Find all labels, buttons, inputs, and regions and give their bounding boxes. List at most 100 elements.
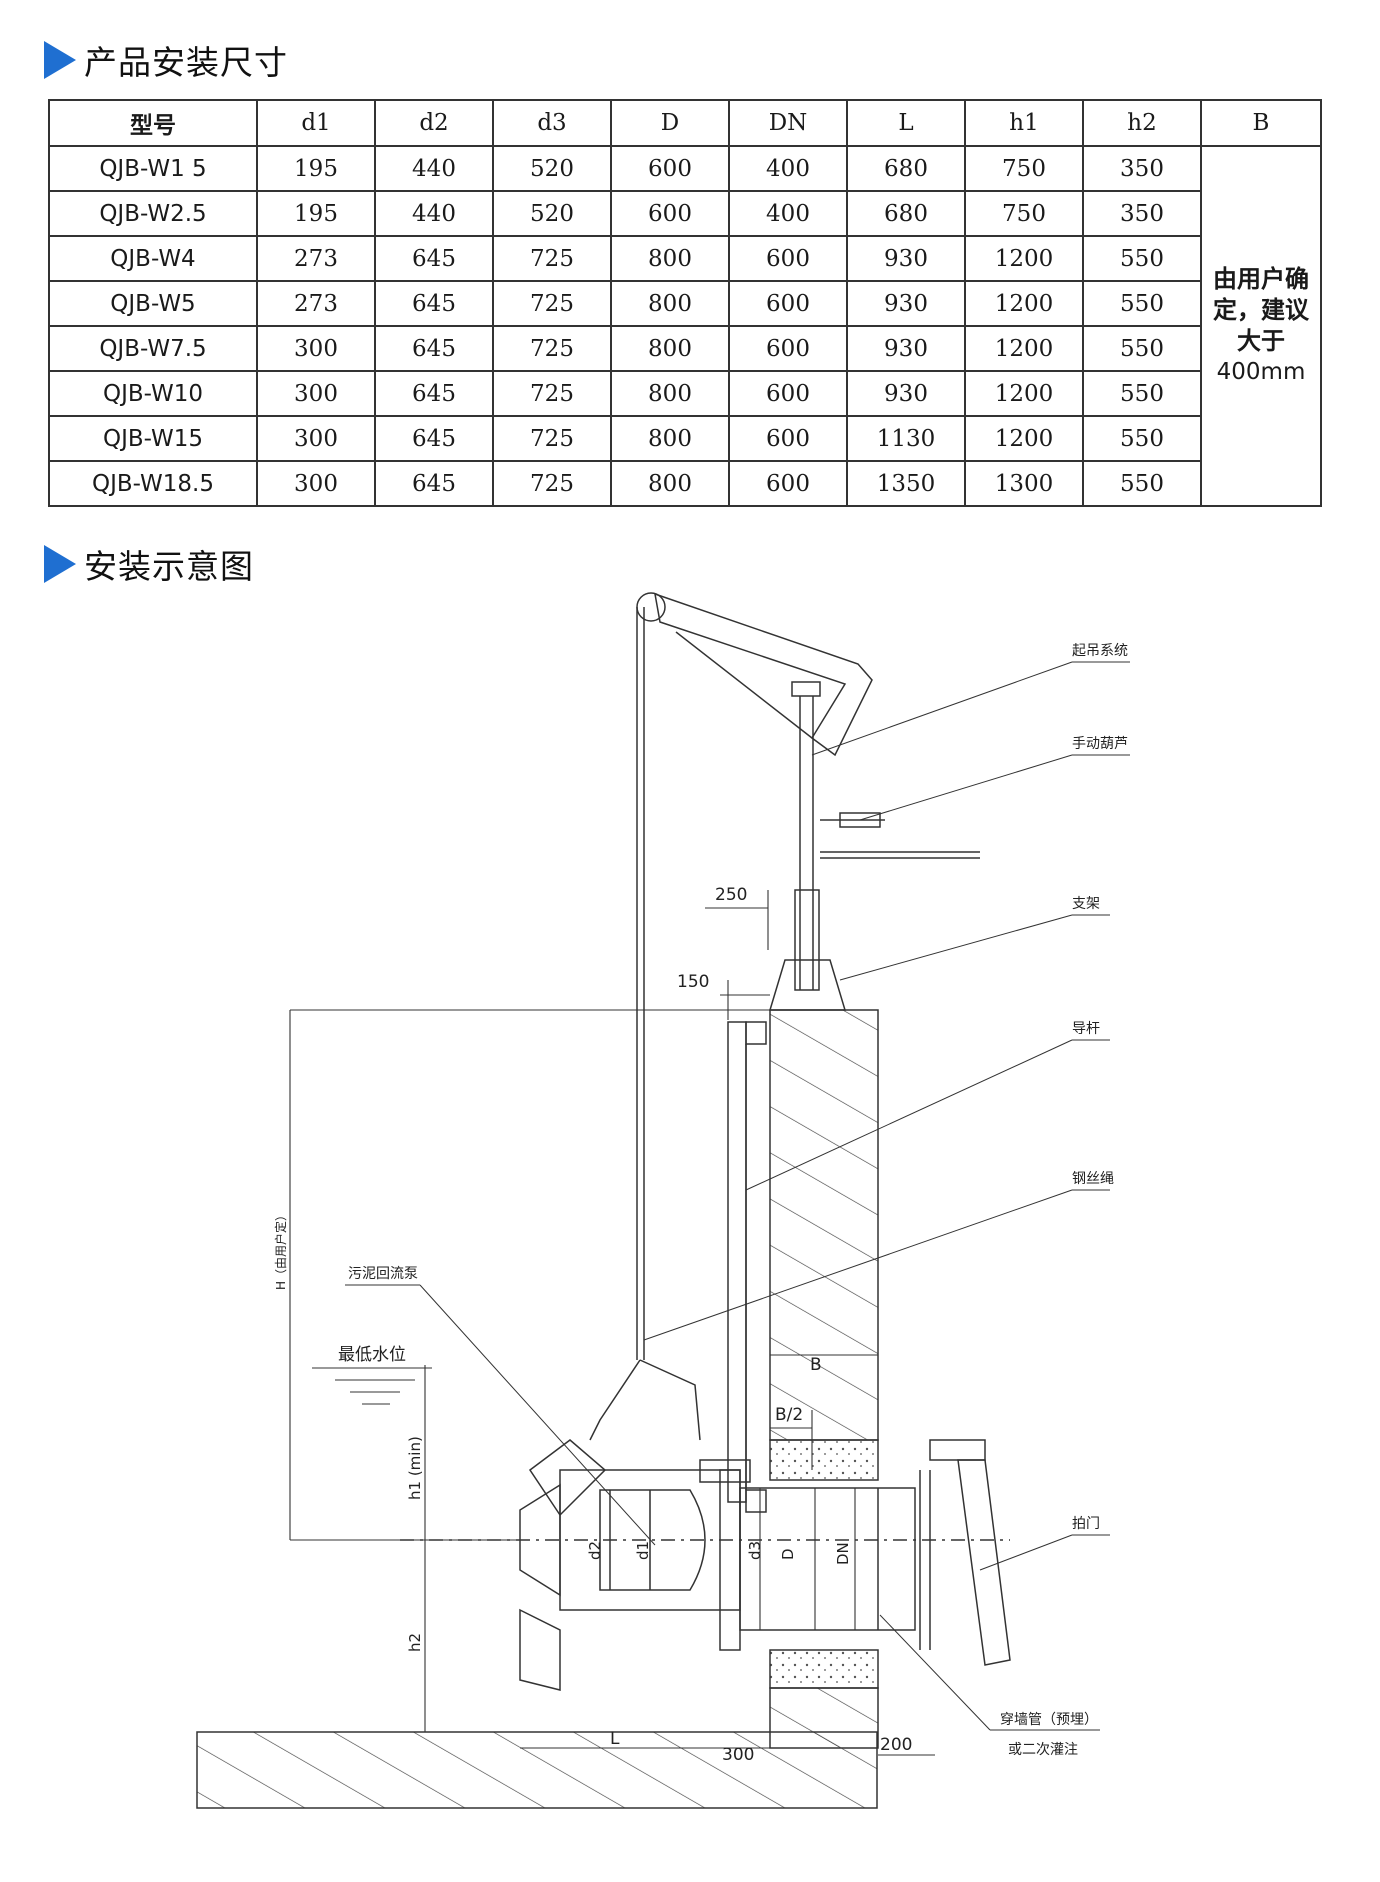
label-manual-hoist: 手动葫芦	[1072, 736, 1128, 752]
cell-value: 1350	[846, 460, 966, 507]
cell-value: 725	[492, 415, 612, 462]
dim-200: 200	[880, 1735, 912, 1755]
cell-model: QJB-W18.5	[48, 460, 258, 507]
cell-model: QJB-W7.5	[48, 325, 258, 372]
cell-value: 930	[846, 235, 966, 282]
header-h1: h1	[964, 99, 1084, 147]
label-grout: 或二次灌注	[1008, 1742, 1078, 1758]
cell-value: 195	[256, 190, 376, 237]
header-L: L	[846, 99, 966, 147]
label-bracket: 支架	[1072, 896, 1100, 912]
play-triangle-icon	[44, 41, 76, 79]
callout-leaders	[345, 661, 1130, 1731]
lifting-system	[636, 592, 980, 1360]
b-note-value: 400mm	[1216, 359, 1306, 385]
cell-value: 400	[728, 145, 848, 192]
cell-value: 600	[610, 190, 730, 237]
header-h2: h2	[1082, 99, 1202, 147]
cell-value: 600	[728, 235, 848, 282]
cell-value: 800	[610, 415, 730, 462]
diagram-section-title: 安装示意图	[84, 547, 254, 586]
dim-300: 300	[722, 1745, 754, 1765]
cell-value: 800	[610, 235, 730, 282]
cell-value: 1200	[964, 415, 1084, 462]
cell-value: 800	[610, 460, 730, 507]
cell-value: 680	[846, 145, 966, 192]
cell-value: 725	[492, 460, 612, 507]
cell-value: 273	[256, 235, 376, 282]
cell-value: 195	[256, 145, 376, 192]
cell-value: 300	[256, 415, 376, 462]
cell-value: 350	[1082, 145, 1202, 192]
label-wall-pipe: 穿墙管（预埋）	[1000, 1712, 1098, 1728]
cell-value: 645	[374, 325, 494, 372]
dim-d3: d3	[746, 1541, 764, 1560]
cell-value: 550	[1082, 235, 1202, 282]
cell-value: 725	[492, 370, 612, 417]
label-flap-valve: 拍门	[1072, 1516, 1100, 1532]
header-DN: DN	[728, 99, 848, 147]
dim-250: 250	[715, 885, 747, 905]
cell-value: 600	[728, 280, 848, 327]
dim-D: D	[779, 1548, 797, 1560]
cell-value: 800	[610, 325, 730, 372]
dim-DN: DN	[834, 1542, 852, 1565]
label-pump: 污泥回流泵	[348, 1266, 418, 1282]
cell-value: 550	[1082, 325, 1202, 372]
cell-value: 400	[728, 190, 848, 237]
dim-H: H（由用户定）	[273, 1209, 288, 1290]
installation-diagram: 起吊系统 手动葫芦 支架 导杆 钢丝绳 污泥回流泵 最低水位 拍门 穿墙管（预埋…	[196, 592, 1130, 1809]
cell-value: 750	[964, 145, 1084, 192]
cell-value: 300	[256, 325, 376, 372]
cell-value: 800	[610, 370, 730, 417]
b-note-text: 由用户确定，建议大于	[1213, 265, 1309, 355]
cell-value: 750	[964, 190, 1084, 237]
cell-value: 725	[492, 325, 612, 372]
cell-value: 800	[610, 280, 730, 327]
cell-value: 725	[492, 280, 612, 327]
header-B: B	[1200, 99, 1322, 147]
play-triangle-icon	[44, 545, 76, 583]
cell-value: 550	[1082, 370, 1202, 417]
cell-value: 550	[1082, 415, 1202, 462]
cell-value: 600	[610, 145, 730, 192]
cell-value: 645	[374, 235, 494, 282]
cell-value: 600	[728, 460, 848, 507]
dim-150: 150	[677, 972, 709, 992]
spec-section-header: 产品安装尺寸	[44, 36, 288, 84]
label-wire-rope: 钢丝绳	[1072, 1171, 1114, 1187]
cell-value: 1200	[964, 280, 1084, 327]
cell-value: 520	[492, 190, 612, 237]
cell-model: QJB-W1 5	[48, 145, 258, 192]
label-lifting-system: 起吊系统	[1072, 643, 1128, 659]
cell-value: 1200	[964, 235, 1084, 282]
cell-model: QJB-W5	[48, 280, 258, 327]
cell-value: 550	[1082, 280, 1202, 327]
header-d3: d3	[492, 99, 612, 147]
diagram-section-header: 安装示意图	[44, 540, 254, 588]
cell-model: QJB-W4	[48, 235, 258, 282]
dim-h1: h1 (min)	[406, 1436, 424, 1500]
cell-value: 300	[256, 370, 376, 417]
cell-value: 300	[256, 460, 376, 507]
cell-value: 725	[492, 235, 612, 282]
concrete-floor	[196, 1731, 878, 1809]
dim-d2: d2	[586, 1541, 604, 1560]
cell-value: 440	[374, 190, 494, 237]
label-guide-rod: 导杆	[1072, 1021, 1100, 1037]
cell-value: 645	[374, 370, 494, 417]
cell-b-note: 由用户确定，建议大于 400mm	[1200, 145, 1322, 507]
wall-pipe	[400, 1439, 1011, 1666]
cell-value: 520	[492, 145, 612, 192]
guide-rods	[727, 1021, 767, 1513]
dim-L: L	[610, 1729, 620, 1749]
cell-value: 930	[846, 325, 966, 372]
cell-model: QJB-W10	[48, 370, 258, 417]
